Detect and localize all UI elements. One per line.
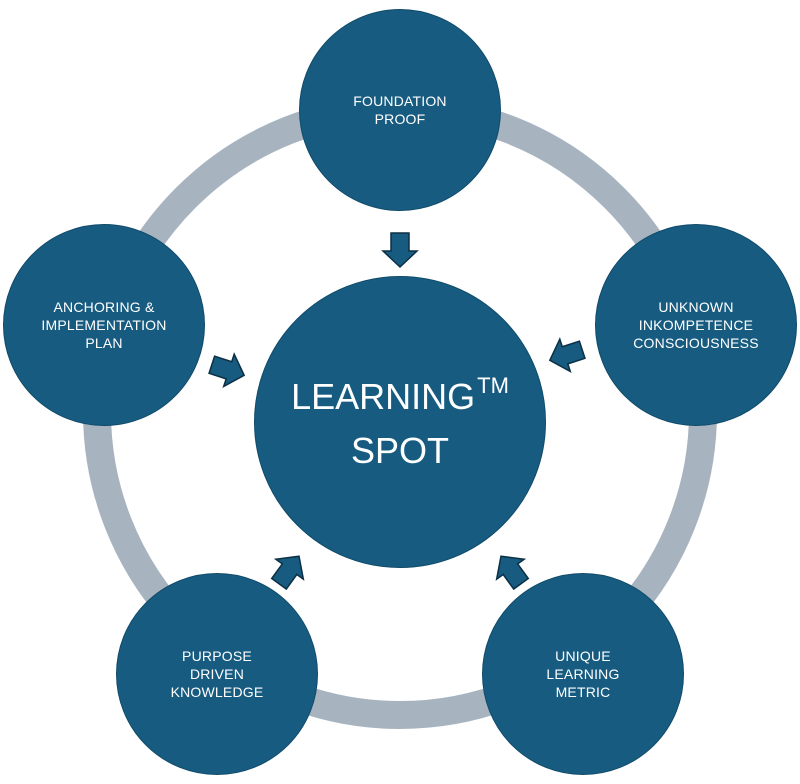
arrow-from-bottom-left: [270, 555, 305, 591]
arrow-from-right: [548, 337, 586, 374]
center-node-learning-spot: LEARNINGTM SPOT: [254, 276, 546, 568]
node-unknown-inkompetence-consciousness: UNKNOWN INKOMPETENCE CONSCIOUSNESS: [595, 224, 797, 426]
node-unique-learning-metric: UNIQUE LEARNING METRIC: [482, 573, 684, 775]
arrow-from-top: [381, 232, 419, 269]
node-label: UNKNOWN INKOMPETENCE CONSCIOUSNESS: [633, 299, 759, 351]
node-label: PURPOSE DRIVEN KNOWLEDGE: [170, 648, 264, 700]
node-anchoring-implementation-plan: ANCHORING & IMPLEMENTATION PLAN: [3, 224, 205, 426]
node-label: UNIQUE LEARNING METRIC: [546, 648, 620, 700]
node-label: FOUNDATION PROOF: [353, 93, 447, 127]
center-title-line2: SPOT: [350, 430, 449, 471]
center-title-word: LEARNING: [291, 376, 476, 417]
node-purpose-driven-knowledge: PURPOSE DRIVEN KNOWLEDGE: [116, 573, 318, 775]
node-label: ANCHORING & IMPLEMENTATION PLAN: [41, 299, 167, 351]
arrow-from-bottom-right: [495, 555, 530, 591]
node-foundation-proof: FOUNDATION PROOF: [299, 9, 501, 211]
center-title-line1: LEARNINGTM: [255, 373, 545, 422]
trademark-mark: TM: [477, 373, 509, 398]
arrow-from-left: [208, 352, 246, 389]
